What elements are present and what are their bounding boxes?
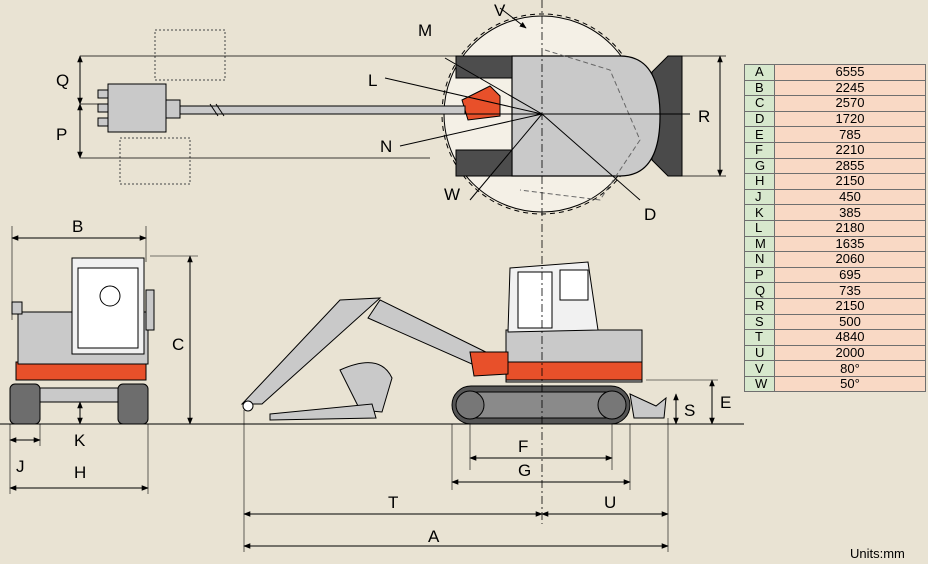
spec-key: U [744,344,775,362]
spec-key: W [744,375,775,393]
spec-key: G [744,157,775,175]
spec-key: R [744,297,775,315]
spec-value: 2150 [774,173,926,190]
label-t: T [388,493,398,512]
spec-key: N [744,251,775,268]
label-p: P [56,125,67,144]
label-r: R [698,107,710,126]
label-u: U [604,493,616,512]
label-q: Q [56,71,69,90]
spec-value: 1720 [774,110,926,128]
spec-value: 6555 [774,64,926,81]
front-view: B C K J H [9,217,198,494]
spec-value: 785 [774,126,926,143]
spec-key: S [744,313,775,331]
spec-value: 2570 [774,95,926,112]
label-j: J [16,457,25,476]
spec-value: 50° [774,375,926,393]
label-d: D [644,205,656,224]
label-b: B [72,217,83,236]
side-view: E S F G T U A [240,240,731,552]
spec-value: 2000 [774,344,926,362]
top-view: Q P R M L N W D V [56,0,726,240]
spec-value: 2210 [774,141,926,159]
spec-key: L [744,219,775,237]
spec-value: 2245 [774,79,926,97]
label-l: L [368,71,377,90]
spec-value: 2060 [774,251,926,268]
units-label: Units:mm [850,546,905,561]
spec-key: Q [744,282,775,299]
label-n: N [380,137,392,156]
spec-key: A [744,64,775,81]
label-c: C [172,335,184,354]
spec-value: 80° [774,360,926,377]
label-w: W [444,185,460,204]
label-v: V [494,1,506,20]
spec-value: 2180 [774,219,926,237]
label-m: M [418,21,432,40]
spec-key: V [744,360,775,377]
spec-key: H [744,173,775,190]
spec-value: 2150 [774,297,926,315]
excavator-dimension-diagram: Q P R M L N W D V [0,0,744,552]
spec-key: K [744,204,775,221]
spec-value: 1635 [774,235,926,253]
spec-key: T [744,329,775,346]
spec-key: M [744,235,775,253]
spec-key: J [744,188,775,206]
spec-key: F [744,141,775,159]
spec-key: C [744,95,775,112]
spec-value: 2855 [774,157,926,175]
label-k: K [74,431,86,450]
label-f: F [518,437,528,456]
spec-value: 385 [774,204,926,221]
spec-value: 695 [774,266,926,284]
spec-value: 500 [774,313,926,331]
label-s: S [684,401,695,420]
spec-value: 4840 [774,329,926,346]
label-a: A [428,527,440,546]
label-e: E [720,393,731,412]
spec-key: E [744,126,775,143]
label-h: H [74,463,86,482]
spec-key: P [744,266,775,284]
spec-key: D [744,110,775,128]
spec-key: B [744,79,775,97]
spec-value: 735 [774,282,926,299]
spec-value: 450 [774,188,926,206]
label-g: G [518,461,531,480]
